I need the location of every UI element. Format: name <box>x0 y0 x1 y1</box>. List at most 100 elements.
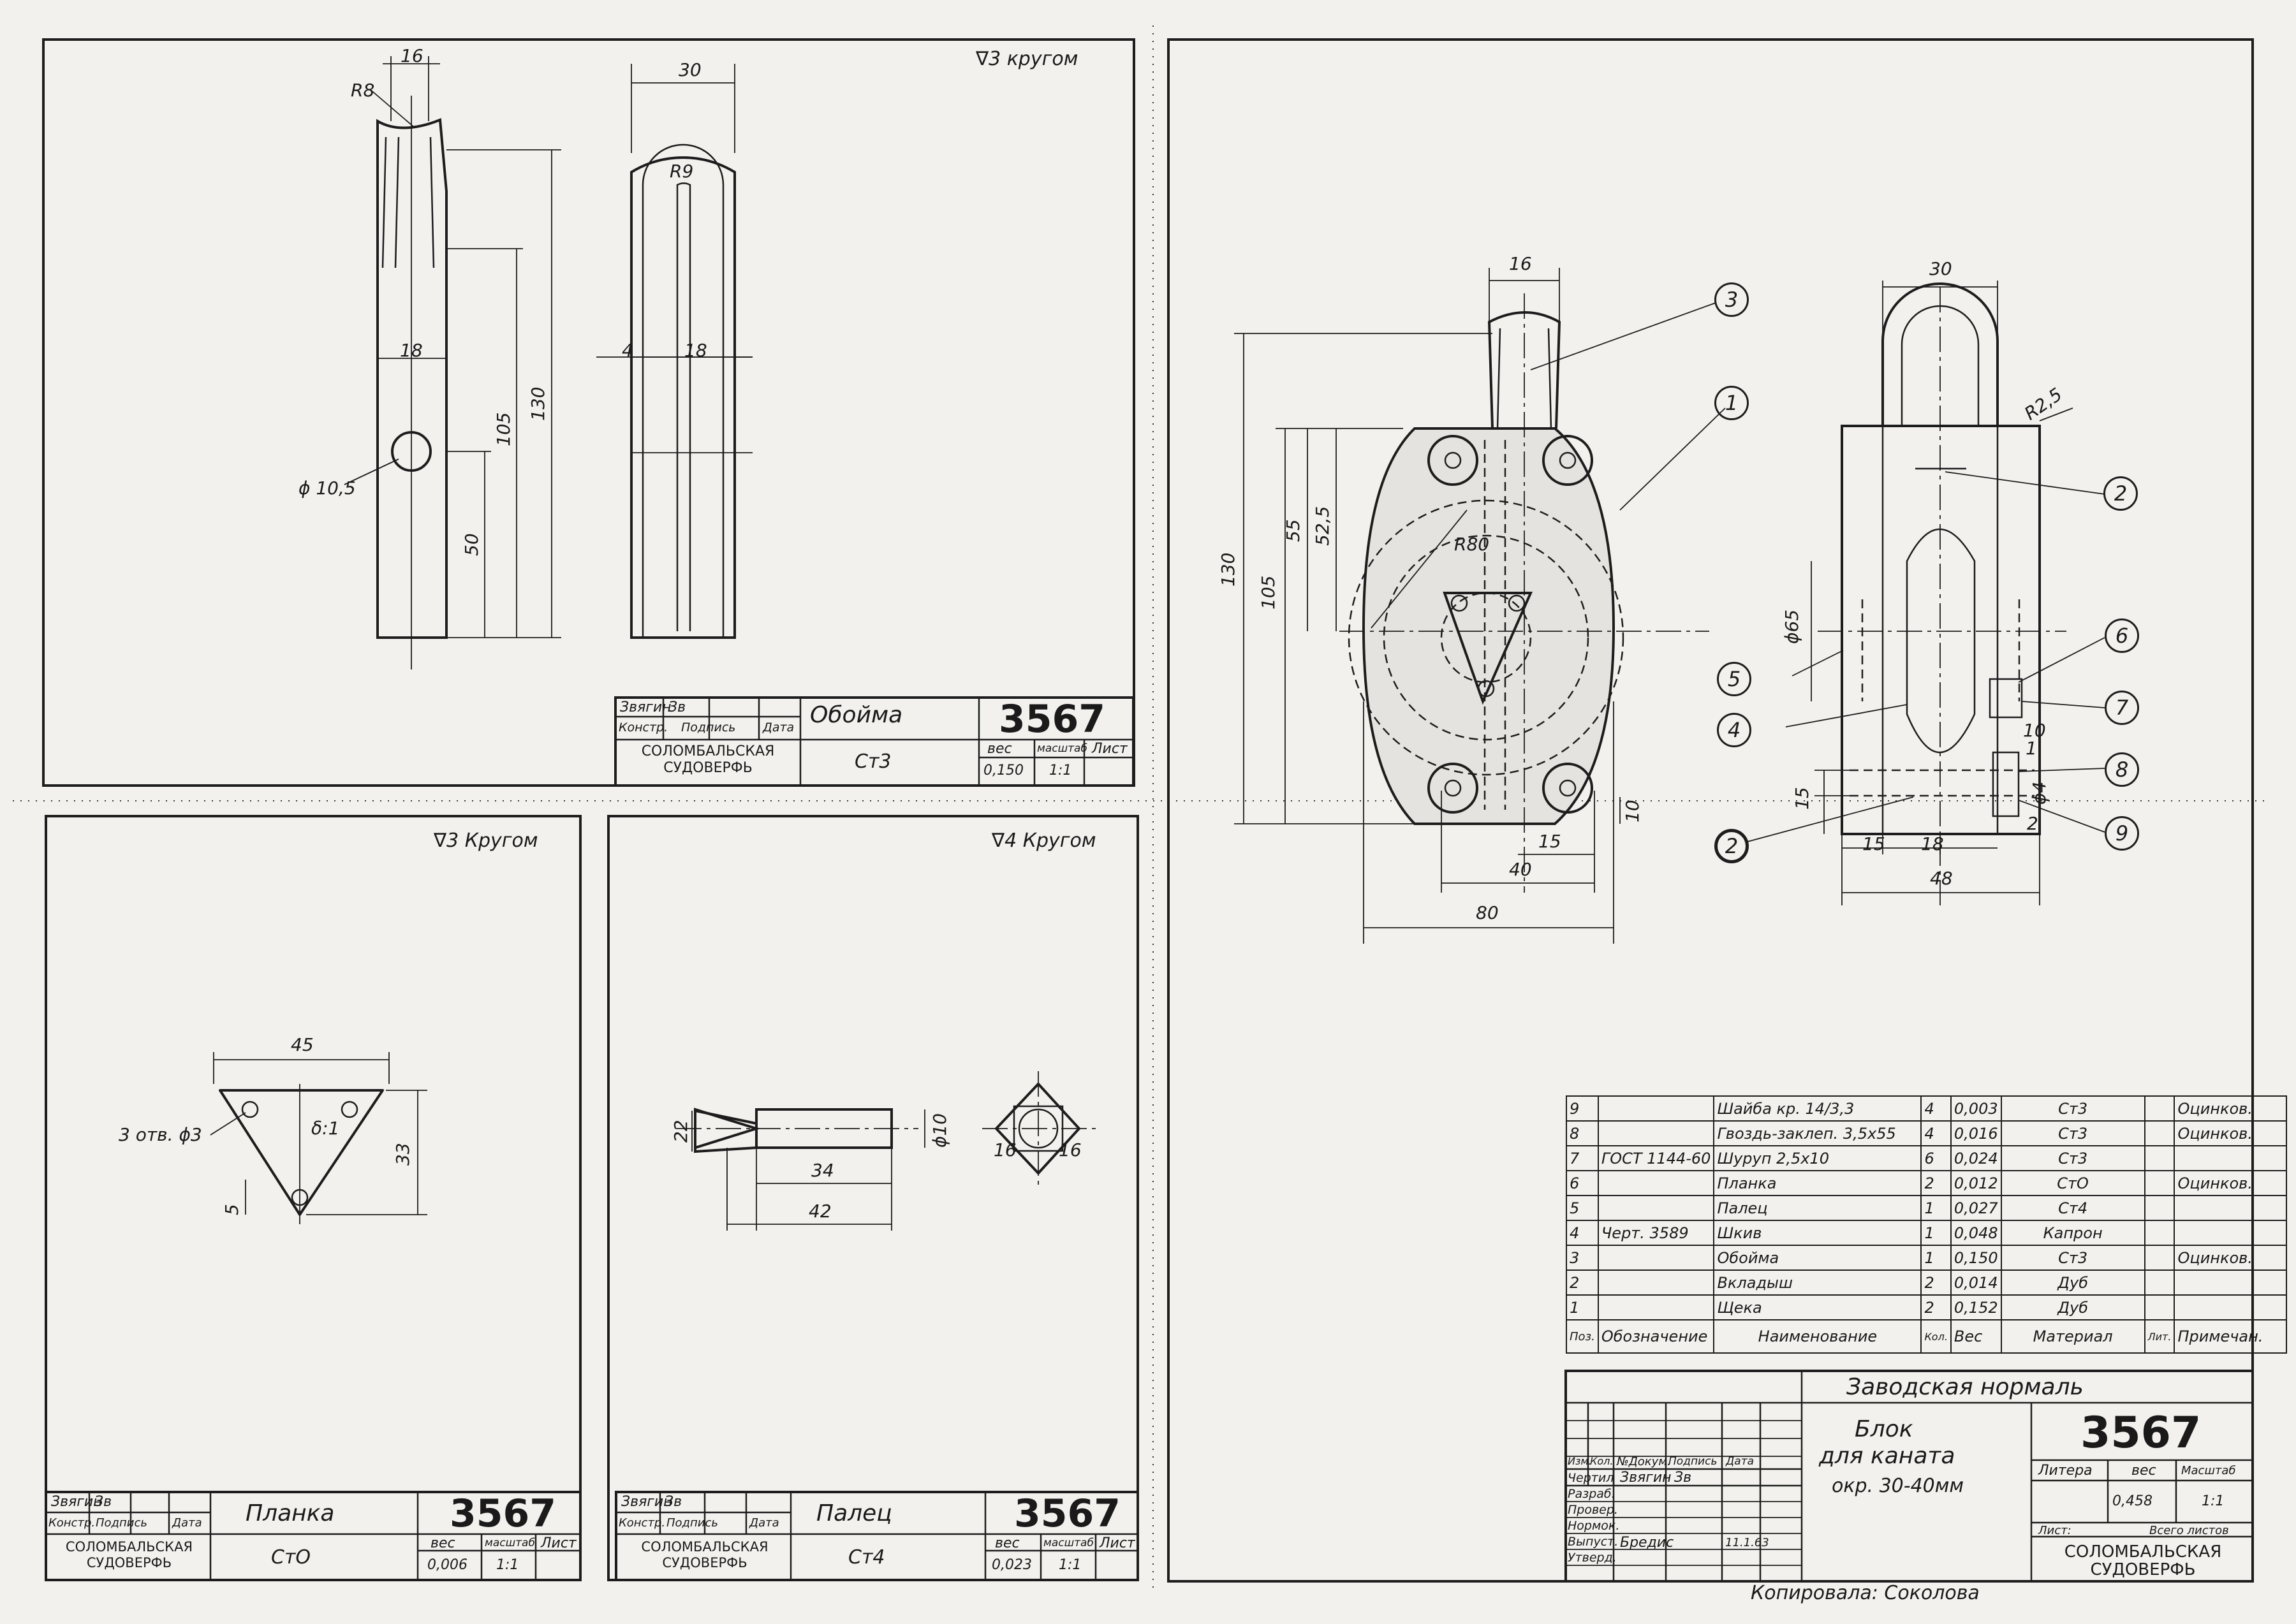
parts-list-cell: Черт. 3589 <box>1597 1220 1715 1246</box>
part-planka-drawing <box>210 1052 427 1224</box>
main-organization: СОЛОМБАЛЬСКАЯ СУДОВЕРФЬ <box>2064 1542 2222 1579</box>
tb-sign-label: Подпись <box>681 721 736 735</box>
dim-label: 33 <box>392 1143 413 1166</box>
main-drawing-number: 3567 <box>2080 1408 2202 1458</box>
title-block-palets <box>615 1491 1139 1581</box>
tb-designer: Звягин <box>621 1494 673 1510</box>
parts-list-cell: Палец <box>1713 1195 1922 1221</box>
parts-list-cell: 9 <box>1566 1095 1599 1122</box>
parts-list-cell: 6 <box>1920 1145 1952 1171</box>
parts-list-cell: 3 <box>1566 1245 1599 1271</box>
dim-label: R9 <box>670 161 694 182</box>
sheets-total-label: Всего листов <box>2149 1524 2229 1537</box>
parts-list-cell: Ст3 <box>2000 1120 2145 1146</box>
parts-list-cell: 2 <box>1920 1269 1952 1296</box>
dim-label: 5 <box>221 1204 242 1215</box>
tb-drawing-number: 3567 <box>1014 1491 1121 1536</box>
tb-designer: Звягин <box>620 699 672 715</box>
col-label: Дата <box>1726 1455 1755 1468</box>
parts-list-cell: 1 <box>1920 1195 1952 1221</box>
dim-label: δ:1 <box>311 1118 340 1139</box>
role-label: Провер. <box>1568 1503 1618 1517</box>
weight-label: вес <box>2131 1463 2156 1479</box>
tb-signature: Зв <box>668 699 686 715</box>
balloon-7: 7 <box>2105 691 2139 725</box>
parts-list-cell: 4 <box>1920 1095 1952 1122</box>
header-cell: Материал <box>2000 1319 2145 1354</box>
dim-label: 10 <box>1622 800 1643 823</box>
dim-label: 30 <box>1929 258 1952 279</box>
parts-list-cell: Гвоздь-заклеп. 3,5x55 <box>1713 1120 1922 1146</box>
scale-label: Масштаб <box>2181 1464 2236 1477</box>
tb-weight-label: вес <box>987 741 1012 757</box>
parts-list-cell <box>2174 1195 2288 1221</box>
parts-list-cell: Дуб <box>2000 1294 2145 1320</box>
balloon-3: 3 <box>1714 282 1749 317</box>
dim-label: 4 <box>622 340 633 361</box>
tb-part-name: Обойма <box>810 702 903 728</box>
tb-weight-label: вес <box>995 1535 1020 1551</box>
balloon-9: 9 <box>2105 816 2139 851</box>
dim-label: 2 <box>2027 813 2038 834</box>
sheet-label: Лист: <box>2038 1524 2072 1537</box>
dim-label: 45 <box>291 1034 314 1055</box>
drawn-signature: Зв <box>1674 1470 1692 1486</box>
parts-list-cell: Оцинков. <box>2174 1245 2288 1271</box>
parts-list-cell <box>2174 1294 2288 1320</box>
tb-constr-label: Констр. <box>48 1516 96 1530</box>
frame-bottom-mid <box>607 815 1139 1581</box>
parts-list-cell: 4 <box>1920 1120 1952 1146</box>
col-label: Изм. <box>1568 1455 1592 1467</box>
parts-list-cell <box>2144 1095 2175 1122</box>
release-date: 11.1.63 <box>1725 1536 1769 1549</box>
parts-list-header: Поз. Обозначение Наименование Кол. Вес М… <box>1566 1319 2288 1354</box>
tb-part-name: Палец <box>816 1500 892 1526</box>
roughness-note-planka: ∇3 Кругом <box>434 830 538 852</box>
tb-scale: 1:1 <box>496 1557 519 1573</box>
parts-list-cell: Ст3 <box>2000 1245 2145 1271</box>
part-oboima-drawing <box>344 56 753 669</box>
balloon-4: 4 <box>1717 713 1751 747</box>
title-block-planka <box>45 1491 582 1581</box>
parts-list-cell: Оцинков. <box>2174 1170 2288 1196</box>
parts-list-cell: Планка <box>1713 1170 1922 1196</box>
scale-value: 1:1 <box>2202 1493 2225 1509</box>
parts-list-cell: Ст4 <box>2000 1195 2145 1221</box>
drawn-by: Звягин <box>1620 1470 1672 1486</box>
dim-label: 3 отв. ϕ3 <box>119 1124 202 1145</box>
parts-list-cell: 6 <box>1566 1170 1599 1196</box>
tb-sign-label: Подпись <box>96 1516 147 1530</box>
parts-list-cell <box>2144 1220 2175 1246</box>
parts-list-cell: 0,003 <box>1950 1095 2002 1122</box>
parts-list-cell: Капрон <box>2000 1220 2145 1246</box>
tb-weight-label: вес <box>430 1535 455 1551</box>
parts-list-cell <box>1597 1195 1715 1221</box>
header-cell: Наименование <box>1713 1319 1922 1354</box>
dim-label: 16 <box>401 45 423 66</box>
tb-scale: 1:1 <box>1049 763 1072 779</box>
parts-list-cell: Ст3 <box>2000 1145 2145 1171</box>
dim-label: 15 <box>1538 831 1561 852</box>
tb-material: Ст4 <box>848 1546 885 1569</box>
parts-list-cell: Шуруп 2,5x10 <box>1713 1145 1922 1171</box>
tb-weight: 0,150 <box>983 763 1024 779</box>
frame-top-left <box>42 38 1135 787</box>
tb-drawing-number: 3567 <box>450 1491 556 1536</box>
parts-list-cell: 2 <box>1920 1294 1952 1320</box>
title-block-oboima <box>614 696 1135 787</box>
tb-part-name: Планка <box>246 1500 335 1526</box>
tb-scale-label: масштаб <box>485 1537 535 1549</box>
parts-list-cell: 1 <box>1920 1245 1952 1271</box>
dim-label: 15 <box>1792 787 1813 810</box>
dim-label: 10 <box>2023 720 2046 741</box>
tb-organization: СОЛОМБАЛЬСКАЯ СУДОВЕРФЬ <box>641 743 775 776</box>
dim-label: 18 <box>684 340 707 361</box>
header-cell: Кол. <box>1920 1319 1952 1354</box>
